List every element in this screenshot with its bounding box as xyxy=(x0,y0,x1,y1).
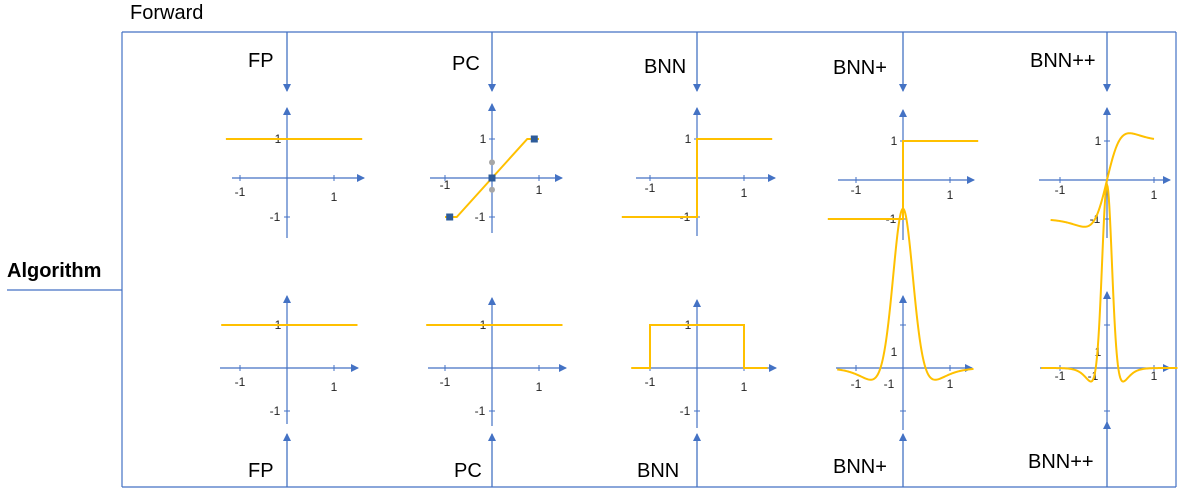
x-tick-label: 1 xyxy=(741,380,748,394)
y-tick-label: 1 xyxy=(891,345,898,359)
forward-header: Forward xyxy=(130,2,204,24)
frame xyxy=(7,31,1177,488)
y-tick-label: -1 xyxy=(475,210,486,224)
square-point-marker xyxy=(488,174,496,182)
x-tick-label: 1 xyxy=(536,183,543,197)
plot-axes-0 xyxy=(232,107,365,238)
backward-arrows xyxy=(283,421,1111,487)
plot-axes-9 xyxy=(1040,291,1171,428)
x-tick-label: -1 xyxy=(645,375,656,389)
bottom-label-bnnp: BNN+ xyxy=(833,456,887,478)
top-label-fp: FP xyxy=(248,50,274,72)
top-label-pc: PC xyxy=(452,53,480,75)
gray-point-marker xyxy=(489,159,495,166)
x-tick-label: 1 xyxy=(947,188,954,202)
plot-axes-5 xyxy=(220,295,359,424)
x-tick-label: -1 xyxy=(851,183,862,197)
x-tick-label: -1 xyxy=(884,377,895,391)
x-tick-label: 1 xyxy=(331,380,338,394)
square-point-marker xyxy=(530,135,538,143)
plot-axes-6 xyxy=(428,297,567,426)
bottom-label-fp: FP xyxy=(248,460,274,482)
bottom-label-pc: PC xyxy=(454,460,482,482)
y-tick-label: -1 xyxy=(680,404,691,418)
x-tick-label: -1 xyxy=(1055,183,1066,197)
x-tick-label: -1 xyxy=(851,377,862,391)
top-label-bnn: BNN xyxy=(644,56,687,78)
x-tick-label: 1 xyxy=(331,190,338,204)
gray-point-marker xyxy=(489,186,495,193)
y-tick-label: -1 xyxy=(270,210,281,224)
curve-BNN++-bottom xyxy=(1041,182,1178,383)
x-tick-label: -1 xyxy=(1088,369,1099,383)
bottom-label-bnnpp: BNN++ xyxy=(1028,451,1094,473)
x-tick-label: -1 xyxy=(440,178,451,192)
bottom-label-bnn: BNN xyxy=(637,460,680,482)
x-tick-label: -1 xyxy=(235,375,246,389)
plot-axes-1 xyxy=(430,103,563,233)
y-tick-label: -1 xyxy=(475,404,486,418)
x-tick-label: -1 xyxy=(440,375,451,389)
y-tick-label: 1 xyxy=(1095,134,1102,148)
x-tick-label: 1 xyxy=(1151,188,1158,202)
curve-BNN-bottom xyxy=(631,324,768,369)
y-tick-label: -1 xyxy=(270,404,281,418)
y-tick-label: 1 xyxy=(891,134,898,148)
y-tick-label: 1 xyxy=(480,132,487,146)
algorithm-label: Algorithm xyxy=(7,260,102,282)
activation-plots: -1 1 1 -1 -1 1 1 -1 -1 1 1 -1 -1 1 1 -1 -1 1 1 -1 -1 1 1 -1 -1 1 1… xyxy=(220,103,1178,430)
y-tick-label: 1 xyxy=(685,132,692,146)
plot-axes-8 xyxy=(836,295,973,430)
x-tick-label: -1 xyxy=(645,181,656,195)
plot-axes-4 xyxy=(1039,107,1171,238)
top-label-bnnpp: BNN++ xyxy=(1030,50,1096,72)
plot-axes-7 xyxy=(634,299,777,428)
square-point-marker xyxy=(446,213,454,221)
curve-BNN-top xyxy=(621,138,773,218)
top-label-bnnp: BNN+ xyxy=(833,57,887,79)
x-tick-label: -1 xyxy=(235,185,246,199)
curve-BNN+-top xyxy=(827,140,979,220)
x-tick-label: 1 xyxy=(536,380,543,394)
forward-arrows xyxy=(283,32,1111,92)
x-tick-label: 1 xyxy=(1151,369,1158,383)
curve-BNN++-top xyxy=(1050,132,1155,228)
curve-BNN+-bottom xyxy=(837,207,974,381)
x-tick-label: 1 xyxy=(947,377,954,391)
x-tick-label: 1 xyxy=(741,186,748,200)
x-tick-label: -1 xyxy=(1055,369,1066,383)
